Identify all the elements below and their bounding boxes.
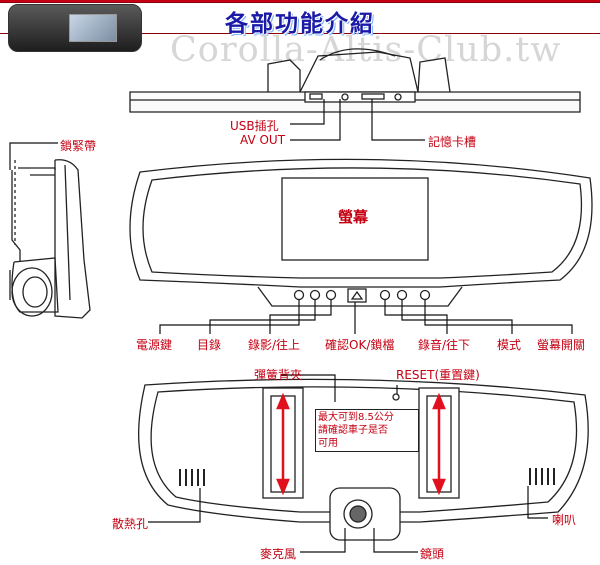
thumbnail-screen bbox=[69, 14, 117, 42]
screen-label: 螢幕 bbox=[338, 208, 369, 226]
strap-label: 鎖緊帶 bbox=[60, 139, 97, 153]
power-button-label: 電源鍵 bbox=[136, 338, 173, 352]
clip-range-arrows bbox=[276, 392, 446, 496]
callout-lines bbox=[9, 99, 573, 553]
note-line: 最大可到8.5公分 bbox=[318, 412, 394, 423]
spring-clip-label: 彈簧背夾 bbox=[254, 368, 303, 382]
memory-card-slot-label: 記憶卡槽 bbox=[428, 135, 477, 149]
top-view-drawing bbox=[129, 48, 581, 113]
menu-button-label: 目錄 bbox=[197, 338, 222, 352]
lens-label: 鏡頭 bbox=[420, 547, 445, 561]
av-out-label: AV OUT bbox=[240, 133, 286, 147]
note-line: 請確認車子是否 bbox=[318, 425, 388, 436]
audio-down-button-label: 錄音/往下 bbox=[418, 338, 471, 352]
speaker-label: 喇叭 bbox=[552, 513, 577, 527]
mode-button-label: 模式 bbox=[497, 338, 522, 352]
reset-button-label: RESET(重置鍵) bbox=[396, 368, 480, 382]
side-view-drawing bbox=[9, 159, 91, 319]
note-line: 可用 bbox=[318, 438, 338, 449]
microphone-label: 麥克風 bbox=[260, 547, 297, 561]
watermark-text: Corolla-Altis-Club.tw bbox=[170, 30, 562, 70]
product-thumbnail bbox=[8, 4, 142, 52]
speaker-slots bbox=[529, 468, 555, 485]
ok-lock-button-label: 確認OK/鎖檔 bbox=[325, 338, 395, 352]
record-up-button-label: 錄影/往上 bbox=[248, 338, 301, 352]
vent-label: 散熱孔 bbox=[112, 517, 149, 531]
vent-slots bbox=[179, 469, 205, 486]
front-view-drawing bbox=[129, 158, 593, 307]
page-title: 各部功能介紹 bbox=[225, 11, 375, 37]
usb-port-label: USB插孔 bbox=[230, 119, 279, 133]
back-view-drawing bbox=[138, 378, 589, 541]
screen-toggle-button-label: 螢幕開關 bbox=[537, 338, 586, 352]
clip-size-note: 最大可到8.5公分 請確認車子是否 可用 bbox=[315, 409, 419, 452]
